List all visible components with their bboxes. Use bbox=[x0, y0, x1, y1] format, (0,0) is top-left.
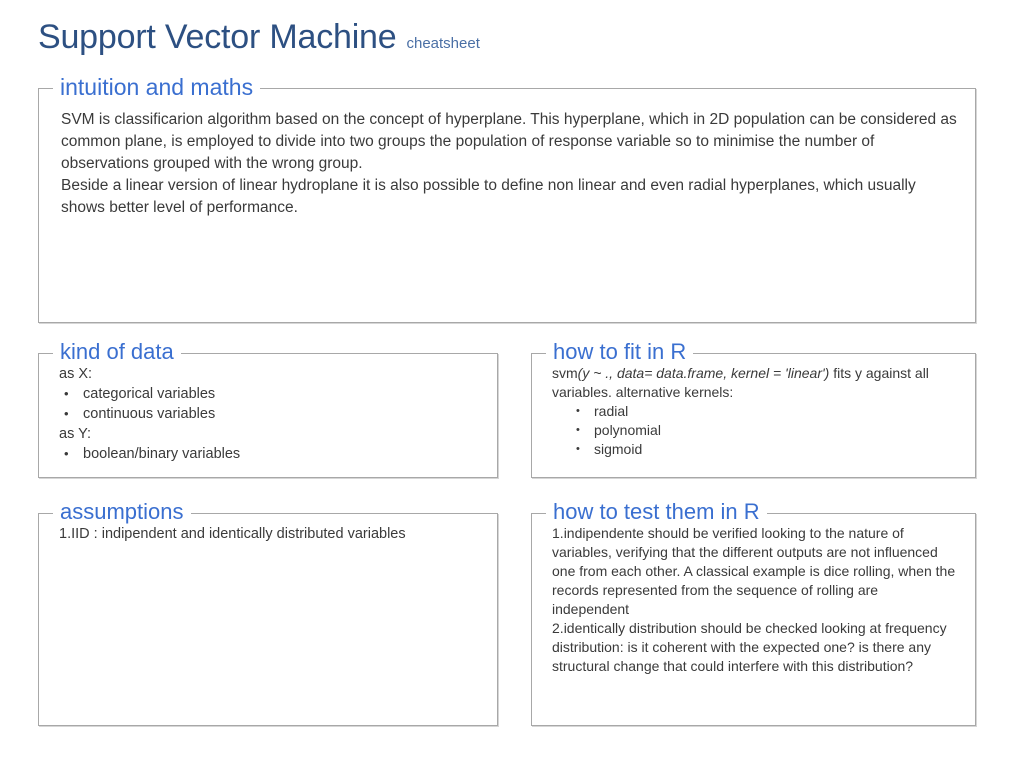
svm-function-description: fits y against all variables. alternativ… bbox=[552, 365, 929, 400]
panel-body-assumptions: IID : indipendent and identically distri… bbox=[39, 514, 497, 554]
list-item: indipendente should be verified looking … bbox=[552, 525, 956, 617]
kernel-list: radial polynomial sigmoid bbox=[552, 402, 957, 459]
panel-body-kind-of-data: as X: categorical variables continuous v… bbox=[39, 354, 497, 474]
panel-body-how-to-fit: svm(y ~ ., data= data.frame, kernel = 'l… bbox=[532, 354, 975, 469]
panel-legend-how-to-fit: how to fit in R bbox=[546, 339, 694, 365]
page-title-subtitle: cheatsheet bbox=[406, 35, 480, 52]
panel-intuition-and-maths: intuition and maths SVM is classificario… bbox=[38, 74, 976, 323]
svm-function-name: svm bbox=[552, 365, 578, 381]
panel-body-intuition: SVM is classificarion algorithm based on… bbox=[39, 89, 975, 229]
panel-legend-assumptions: assumptions bbox=[53, 499, 191, 525]
intuition-paragraph-1: SVM is classificarion algorithm based on… bbox=[61, 111, 957, 172]
panel-body-how-to-test: indipendente should be verified looking … bbox=[532, 514, 975, 686]
intuition-paragraph-2: Beside a linear version of linear hydrop… bbox=[61, 177, 916, 216]
kind-of-data-as-y-label: as Y: bbox=[59, 426, 91, 442]
panel-legend-intuition: intuition and maths bbox=[53, 74, 261, 100]
kind-of-data-x-list: categorical variables continuous variabl… bbox=[59, 384, 479, 424]
panel-assumptions: assumptions IID : indipendent and identi… bbox=[38, 499, 498, 726]
list-item: identically distribution should be check… bbox=[552, 620, 947, 674]
list-item: categorical variables bbox=[59, 384, 479, 404]
kind-of-data-y-list: boolean/binary variables bbox=[59, 444, 479, 464]
page-title: Support Vector Machine cheatsheet bbox=[38, 18, 480, 57]
list-item: radial bbox=[552, 402, 957, 421]
panel-how-to-fit-in-r: how to fit in R svm(y ~ ., data= data.fr… bbox=[531, 339, 976, 478]
svm-function-args: (y ~ ., data= data.frame, kernel = 'line… bbox=[577, 365, 830, 381]
page-title-main: Support Vector Machine bbox=[38, 18, 397, 56]
kind-of-data-as-x-label: as X: bbox=[59, 366, 93, 382]
panel-legend-kind-of-data: kind of data bbox=[53, 339, 181, 365]
list-item: IID : indipendent and identically distri… bbox=[71, 526, 406, 542]
how-to-test-list: indipendente should be verified looking … bbox=[552, 524, 957, 676]
list-item: boolean/binary variables bbox=[59, 444, 479, 464]
panel-how-to-test-them-in-r: how to test them in R indipendente shoul… bbox=[531, 499, 976, 726]
assumptions-list: IID : indipendent and identically distri… bbox=[59, 524, 479, 544]
panel-kind-of-data: kind of data as X: categorical variables… bbox=[38, 339, 498, 478]
panel-legend-how-to-test: how to test them in R bbox=[546, 499, 767, 525]
list-item: continuous variables bbox=[59, 404, 479, 424]
how-to-fit-code-line: svm(y ~ ., data= data.frame, kernel = 'l… bbox=[552, 364, 957, 402]
list-item: sigmoid bbox=[552, 440, 957, 459]
list-item: polynomial bbox=[552, 421, 957, 440]
